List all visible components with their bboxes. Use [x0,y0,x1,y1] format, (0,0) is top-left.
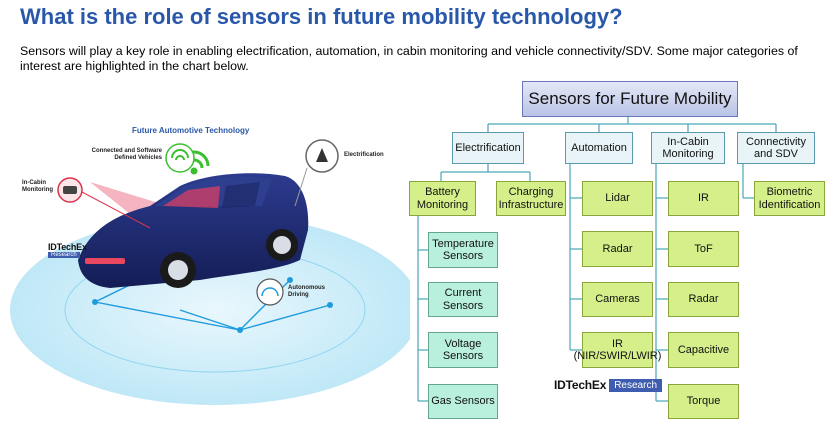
intro-text: Sensors will play a key role in enabling… [20,44,798,73]
diagram-logo-tag: Research [609,378,663,392]
car-body [78,173,309,288]
category-connectivity-sdv: Connectivity and SDV [737,132,815,164]
label-connected: Connected and Software Defined Vehicles [91,148,162,161]
diagram-logo: IDTechEx Research [554,378,663,392]
car-illustration: Future Automotive Technology Connected a… [0,110,420,426]
leaf-current-sensors: Current Sensors [428,282,498,317]
category-in-cabin-monitoring: In-Cabin Monitoring [651,132,725,164]
page-title: What is the role of sensors in future mo… [20,4,623,29]
leaf-voltage-sensors: Voltage Sensors [428,332,498,368]
leaf-radar-automation: Radar [582,231,653,267]
incabin-camera-icon [57,177,151,229]
leaf-temperature-sensors: Temperature Sensors [428,232,498,268]
label-autonomous: Autonomous Driving [288,285,325,298]
connected-circle-icon [165,143,195,173]
autonomous-icon [256,278,284,306]
leaf-capacitive: Capacitive [668,332,739,368]
subgroup-battery-monitoring: Battery Monitoring [409,181,476,216]
leaf-ir-nir-swir-lwir: IR (NIR/SWIR/LWIR) [574,332,661,368]
leaf-lidar: Lidar [582,181,653,216]
illustration-logo-brand: IDTechEx [48,242,87,252]
label-incabin: In-Cabin Monitoring [22,180,53,193]
category-automation: Automation [565,132,633,164]
label-electrification: Electrification [344,152,384,158]
leaf-ir: IR [668,181,739,216]
diagram-logo-brand: IDTechEx [554,378,607,392]
illustration-heading: Future Automotive Technology [132,126,250,135]
leaf-gas-sensors: Gas Sensors [428,384,498,419]
illustration-logo-tag: Research [48,252,80,258]
leaf-radar-cabin: Radar [668,282,739,317]
leaf-biometric-identification: Biometric Identification [754,181,825,216]
diagram-root: Sensors for Future Mobility [522,81,738,117]
illustration-logo: IDTechEx Research [48,242,90,258]
leaf-cameras: Cameras [582,282,653,317]
leaf-tof: ToF [668,231,739,267]
car-illustration-graphic [10,139,420,405]
subgroup-charging-infrastructure: Charging Infrastructure [496,181,566,216]
sensing-nodes [92,277,333,333]
leaf-torque: Torque [668,384,739,419]
charger-icon [294,139,339,207]
category-electrification: Electrification [452,132,524,164]
